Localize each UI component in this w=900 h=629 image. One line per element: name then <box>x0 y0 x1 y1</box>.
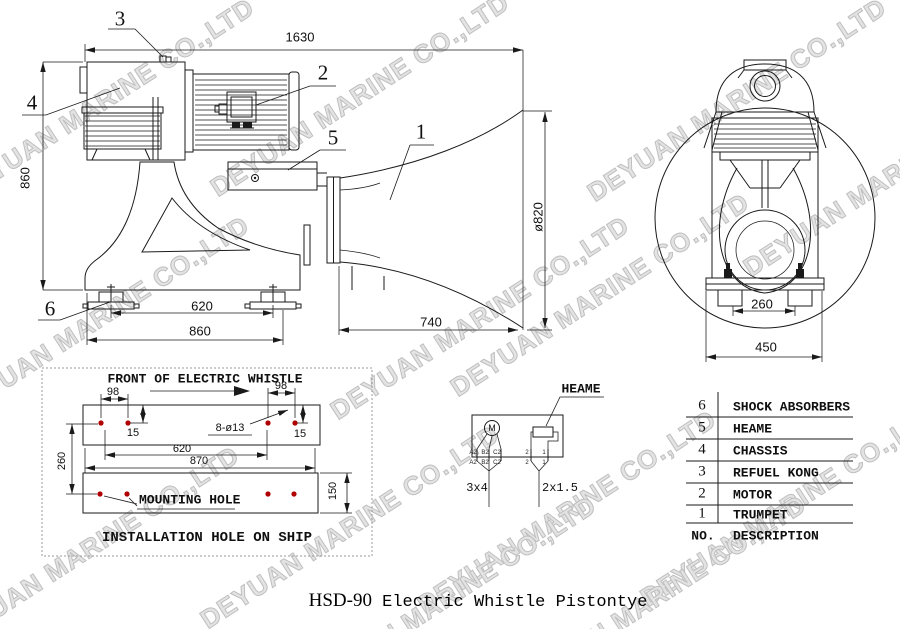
dim-height: 860 <box>17 167 33 189</box>
terminal-top: C2 <box>493 450 501 456</box>
installation-caption: INSTALLATION HOLE ON SHIP <box>101 530 313 546</box>
dim-total-length: 1630 <box>285 29 315 45</box>
table-row-no: 5 <box>698 419 706 436</box>
side-view <box>22 28 552 345</box>
table-row-description: REFUEL KONG <box>733 465 819 481</box>
drawing-title: HSD-90 Electric Whistle Pistontye <box>309 590 648 612</box>
dim-row-spacing: 260 <box>56 451 68 471</box>
dim-hole-spec: 8-ø13 <box>215 422 245 434</box>
dim-mouth-diameter: ø820 <box>530 202 546 232</box>
table-row-no: 3 <box>698 463 706 480</box>
dim-vert-right: 15 <box>293 428 307 440</box>
dim-base-length: 860 <box>189 323 211 339</box>
callout-chassis: 4 <box>26 90 38 115</box>
dim-offset-right: 98 <box>274 380 288 392</box>
mounting-hole-label: MOUNTING HOLE <box>139 492 241 508</box>
cable-heater-label: 2x1.5 <box>541 481 579 495</box>
wiring-heame-label: HEAME <box>561 381 601 397</box>
table-row-no: 6 <box>698 397 706 414</box>
callout-shock-absorbers: 6 <box>44 296 56 321</box>
callout-trumpet: 1 <box>415 119 427 144</box>
table-row-description: CHASSIS <box>733 443 788 459</box>
table-row-description: HEAME <box>733 421 773 437</box>
dim-horn-length: 740 <box>420 314 442 330</box>
callout-refuel-kong: 3 <box>114 6 126 31</box>
terminal-top: B2 <box>481 450 489 456</box>
terminal-bottom: A2 <box>469 460 477 466</box>
dim-hole-spacing: 620 <box>172 443 192 455</box>
dim-offset-left: 98 <box>106 386 120 398</box>
wiring-diagram <box>471 396 604 507</box>
terminal-top: A2 <box>469 450 477 456</box>
table-row-no: 2 <box>698 485 706 502</box>
terminal-bottom: B2 <box>481 460 489 466</box>
table-row-description: SHOCK ABSORBERS <box>733 399 851 415</box>
terminal-bottom: 2 <box>525 460 529 466</box>
model-number: HSD-90 <box>308 590 372 611</box>
installation-drawing <box>41 367 373 557</box>
callout-motor: 2 <box>317 60 329 85</box>
dim-base-width: 450 <box>755 339 777 355</box>
dim-plate-length: 870 <box>189 455 209 467</box>
table-row-no: 1 <box>698 505 706 522</box>
callout-heame: 5 <box>327 125 339 150</box>
dim-bolt-spacing: 260 <box>751 296 773 312</box>
dim-foot-spacing: 620 <box>191 298 213 314</box>
table-header-no: NO. <box>691 528 715 544</box>
dim-plate-width: 150 <box>327 481 339 501</box>
dim-vert-left: 15 <box>126 427 140 439</box>
terminal-bottom: 1 <box>542 460 546 466</box>
terminal-top: 1 <box>542 450 546 456</box>
terminal-bottom: C2 <box>493 460 501 466</box>
terminal-top: 2 <box>525 450 529 456</box>
parts-table-lines <box>686 392 853 524</box>
table-row-description: MOTOR <box>733 487 773 503</box>
installation-heading: FRONT OF ELECTRIC WHISTLE <box>107 371 303 387</box>
cable-motor-label: 3x4 <box>466 481 488 495</box>
title-text: Electric Whistle Pistontye <box>371 593 648 612</box>
table-row-description: TRUMPET <box>733 507 788 523</box>
table-header-description: DESCRIPTION <box>733 528 819 544</box>
front-view <box>654 59 876 362</box>
motor-symbol: M <box>488 423 496 433</box>
table-row-no: 4 <box>698 441 706 458</box>
